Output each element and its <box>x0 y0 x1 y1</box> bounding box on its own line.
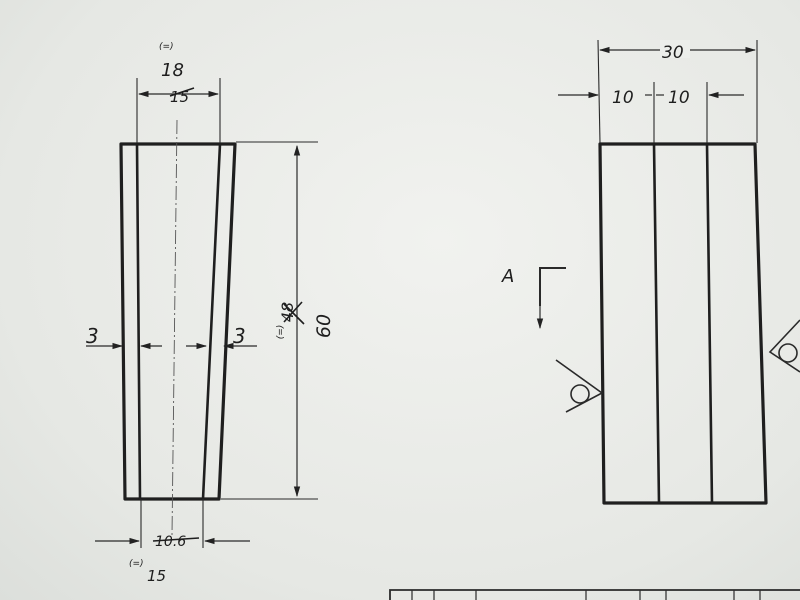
left-view-outline <box>119 142 237 501</box>
bottom-width-new-value: 15 <box>147 567 166 585</box>
bottom-width-old-value: 10.6 <box>155 534 186 550</box>
height-change-mark: (=) <box>276 325 286 340</box>
right-view-outline <box>598 142 768 505</box>
overall-width-dimension: 30 <box>597 39 758 144</box>
segment-width-dimensions: 10 10 <box>558 82 744 143</box>
section-label: A <box>501 266 514 287</box>
right-view: 30 10 10 A <box>501 39 800 505</box>
right-view-divider-1 <box>652 142 661 505</box>
height-dimension: 48 60 (=) <box>221 141 335 500</box>
weld-symbol-left <box>555 359 604 413</box>
wall-thickness-dimensions: 3 3 <box>86 324 257 350</box>
height-new-value: 60 <box>313 314 335 338</box>
top-width-change-mark: (=) <box>159 42 174 52</box>
segment-left-value: 10 <box>612 88 634 108</box>
bottom-width-change-mark: (=) <box>129 559 144 569</box>
segment-right-value: 10 <box>668 88 690 108</box>
left-wall-thickness: 3 <box>86 324 99 348</box>
right-view-divider-2 <box>705 142 714 505</box>
right-inner-wall <box>201 142 222 501</box>
height-old-value: 48 <box>278 302 297 322</box>
top-width-dimension: 15 18 (=) <box>136 42 221 143</box>
left-inner-wall <box>135 142 142 501</box>
right-wall-thickness: 3 <box>233 324 246 348</box>
title-block <box>389 589 800 600</box>
left-view-centerline <box>171 119 178 536</box>
overall-width-value: 30 <box>662 43 684 63</box>
top-width-new-value: 18 <box>161 60 184 81</box>
bottom-width-dimension: 10.6 15 (=) <box>95 499 250 585</box>
top-width-old-value: 15 <box>170 88 189 106</box>
left-view: 15 18 (=) 48 60 (=) 3 <box>86 42 335 585</box>
section-marker: A <box>501 266 566 330</box>
weld-symbol-right <box>768 319 800 373</box>
